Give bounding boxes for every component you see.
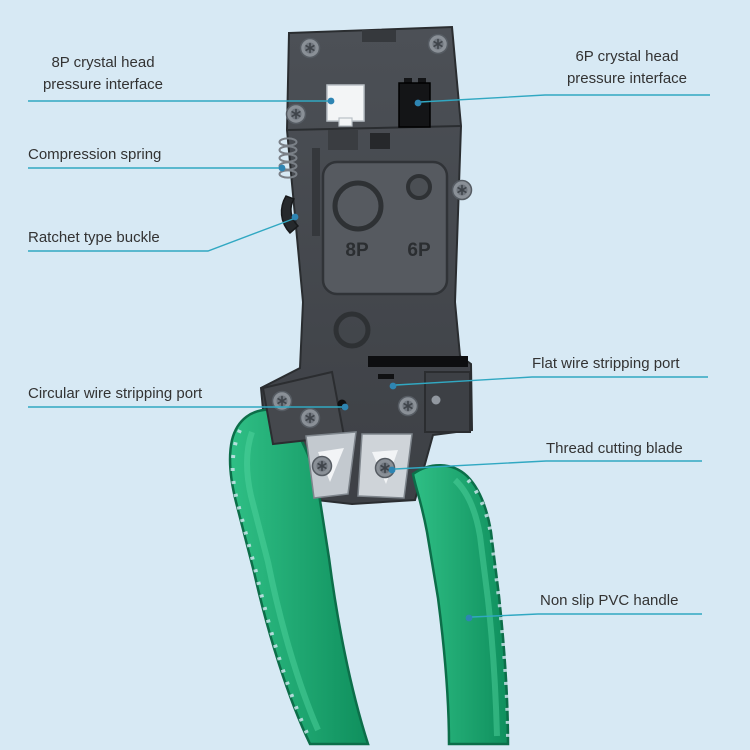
leader-line-flat-stripping xyxy=(395,376,708,386)
head-seam xyxy=(286,125,462,131)
screw-icon xyxy=(311,455,333,477)
screw-icon xyxy=(451,179,473,201)
left-handle-highlight xyxy=(244,431,321,732)
die-plate: 8P 6P xyxy=(321,160,449,296)
leader-dot-pvc-handle xyxy=(465,614,473,622)
right-handle-highlight xyxy=(452,477,500,737)
6p-crystal-slot xyxy=(370,78,431,149)
flat-strip-band xyxy=(368,356,468,367)
compression-spring xyxy=(278,137,298,179)
ratchet-buckle xyxy=(280,195,300,235)
leader-dot-ratchet-buckle xyxy=(291,213,299,221)
leader-line-pvc-handle xyxy=(471,613,702,618)
die-marking-8p: 8P xyxy=(345,240,369,261)
screw-icon xyxy=(299,407,321,429)
label-6p-crystal-head: 6P crystal head pressure interface xyxy=(566,48,688,87)
screw-icon xyxy=(397,395,419,417)
ratchet-rack xyxy=(312,148,320,236)
leader-dot-6p-crystal xyxy=(414,99,422,107)
leader-line-6p-crystal xyxy=(419,94,710,103)
label-flat-wire-stripping-port: Flat wire stripping port xyxy=(532,355,680,372)
label-circular-wire-stripping-port: Circular wire stripping port xyxy=(28,385,203,402)
8p-crystal-slot xyxy=(326,84,365,150)
die-marking-6p: 6P xyxy=(407,240,431,261)
screw-icon xyxy=(299,37,321,59)
label-ratchet-type-buckle: Ratchet type buckle xyxy=(28,229,160,246)
label-8p-crystal-head: 8P crystal head pressure interface xyxy=(42,54,164,93)
leader-dot-circular-stripping xyxy=(341,403,349,411)
leader-dot-8p-crystal xyxy=(327,97,335,105)
label-thread-cutting-blade: Thread cutting blade xyxy=(546,440,683,457)
leader-dot-compression-spring xyxy=(278,164,286,172)
lower-boss xyxy=(333,311,371,349)
label-compression-spring: Compression spring xyxy=(28,146,162,163)
head-top-notch xyxy=(362,30,396,42)
leader-lines xyxy=(28,94,710,618)
leader-line-ratchet-buckle xyxy=(28,218,294,252)
screw-icon xyxy=(427,33,449,55)
leader-line-thread-cutting xyxy=(394,460,702,470)
leader-dot-thread-cutting xyxy=(388,466,396,474)
screw-icon xyxy=(285,103,307,125)
leader-dot-flat-stripping xyxy=(389,382,397,390)
leader-dots xyxy=(278,97,473,622)
right-handle-serration xyxy=(466,478,510,743)
flat-wire-stripping-port xyxy=(378,374,394,379)
label-non-slip-pvc-handle: Non slip PVC handle xyxy=(540,592,679,609)
